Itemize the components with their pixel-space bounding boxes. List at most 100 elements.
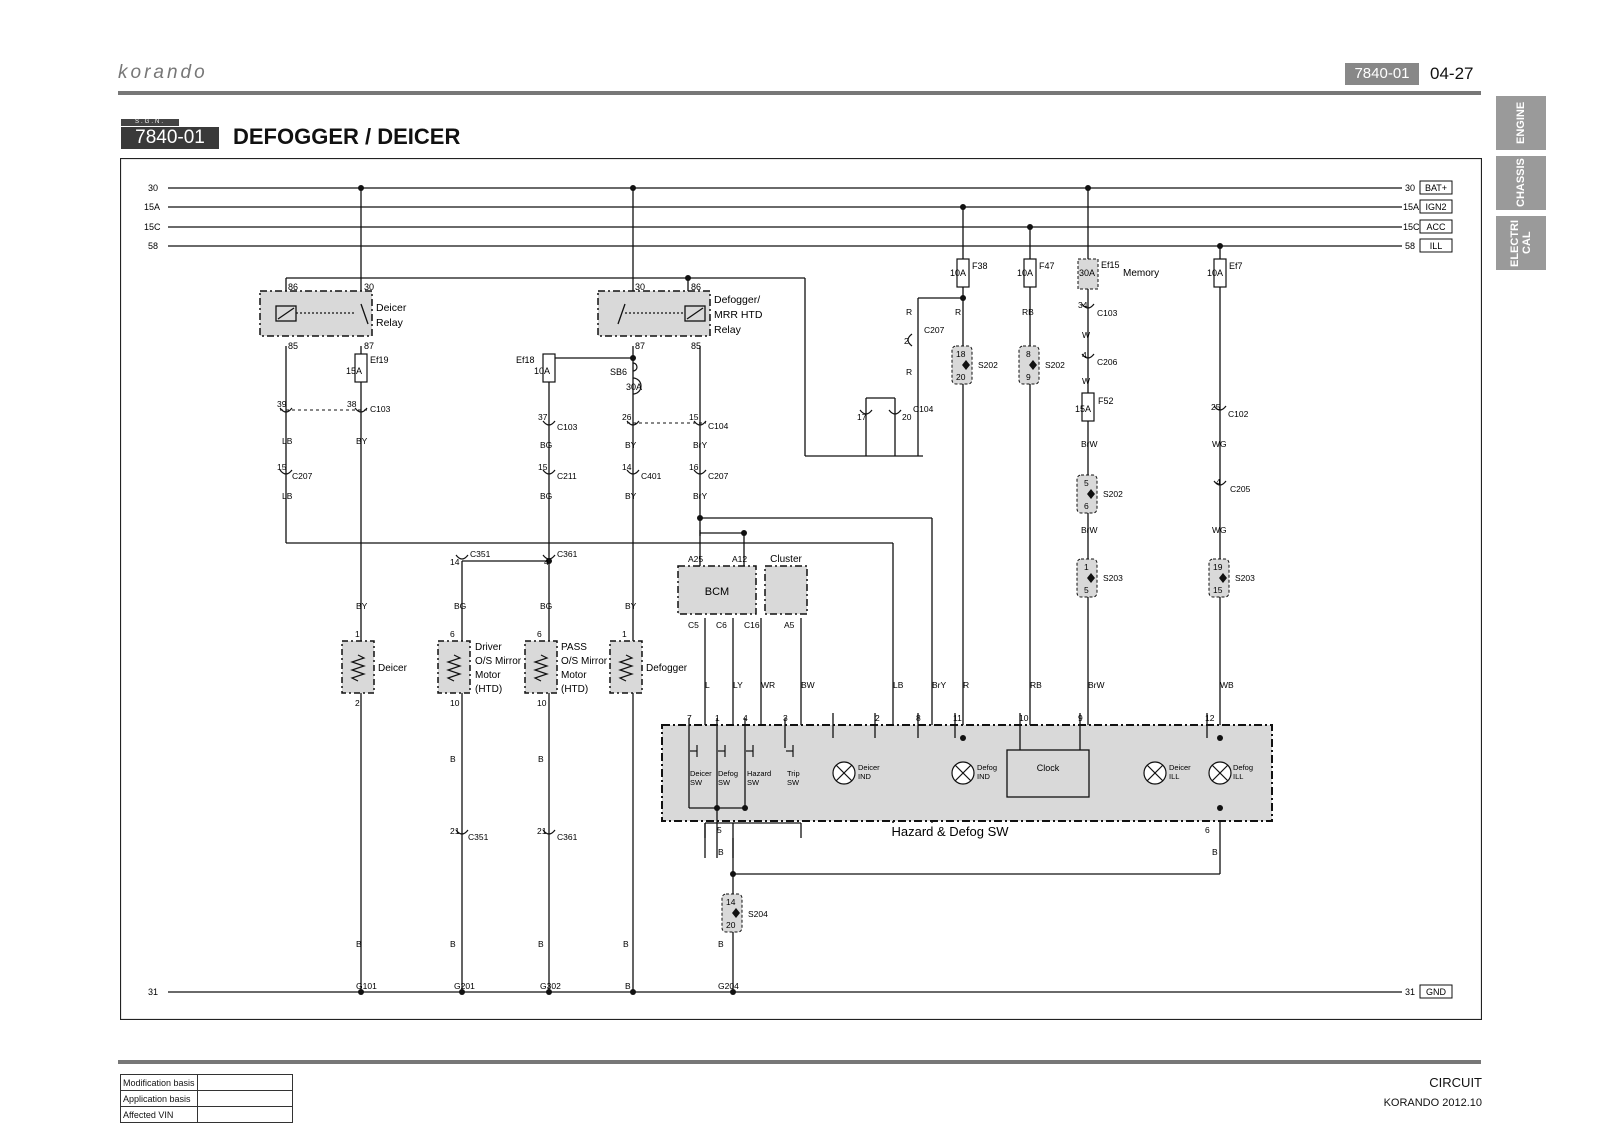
wire-bry3: BrY <box>932 680 947 690</box>
driver-mirror-l1: Driver <box>475 642 502 653</box>
c104-pin26: 26 <box>622 412 632 422</box>
fuse-f52-rating: 15A <box>1075 404 1091 414</box>
tab-electrical[interactable]: ELECTRI CAL <box>1496 216 1546 270</box>
s203a-name: S203 <box>1103 573 1123 583</box>
fuse-sb6-rating: 30A <box>626 382 642 392</box>
footer-rule <box>118 1060 1481 1064</box>
driver-mirror-box <box>437 640 471 694</box>
c102-label: C102 <box>1228 409 1249 419</box>
c211-label: C211 <box>557 471 577 481</box>
s203b-name: S203 <box>1235 573 1255 583</box>
module-pin7: 7 <box>687 713 692 723</box>
wire-ly: LY <box>733 680 743 690</box>
wire-b3: B <box>356 939 362 949</box>
c351-label: C351 <box>470 549 491 559</box>
module-pin4: 4 <box>743 713 748 723</box>
driver-mirror-p1: 6 <box>450 629 455 639</box>
row-label: Application basis <box>120 1090 198 1107</box>
wire-by4: BY <box>356 601 368 611</box>
row-label: Affected VIN <box>120 1106 198 1123</box>
wire-b8: B <box>1212 847 1218 857</box>
c211-pin15: 15 <box>538 462 548 472</box>
wire-lb2: LB <box>282 491 293 501</box>
deicer-relay-p85: 85 <box>288 341 298 351</box>
pass-mirror-l4: (HTD) <box>561 684 588 695</box>
s203b-top: 19 <box>1213 562 1223 572</box>
c103b-pin37: 37 <box>538 412 548 422</box>
trip-sw-l1: Trip <box>787 769 800 778</box>
s204-bot: 20 <box>726 920 736 930</box>
row-label: Modification basis <box>120 1074 198 1091</box>
wire-bry2: BrY <box>693 491 708 501</box>
bcm-label: BCM <box>705 586 729 598</box>
fuse-ef15-name: Ef15 <box>1101 260 1120 270</box>
wire-brw3: BrW <box>1088 680 1105 690</box>
fuse-f38-name: F38 <box>972 261 988 271</box>
c401-pin14: 14 <box>622 462 632 472</box>
wire-b4: B <box>450 939 456 949</box>
defogger-label: Defogger <box>646 663 688 674</box>
bcm-a12: A12 <box>732 554 747 564</box>
fuse-f38-rating: 10A <box>950 268 966 278</box>
relay-internals <box>275 303 706 325</box>
diagram-frame <box>120 158 1482 1020</box>
clock-label: Clock <box>1037 763 1060 773</box>
rail-15a-right: 15A <box>1403 202 1419 212</box>
row-value <box>197 1090 293 1107</box>
wire-by2: BY <box>625 440 637 450</box>
tab-chassis[interactable]: CHASSIS <box>1496 156 1546 210</box>
wire-bg1: BG <box>540 440 552 450</box>
wire-b2: B <box>538 754 544 764</box>
wire-wr: WR <box>761 680 775 690</box>
s203b-bot: 15 <box>1213 585 1223 595</box>
tab-engine[interactable]: ENGINE <box>1496 96 1546 150</box>
wire-b9: B <box>718 939 724 949</box>
wire-wb: WB <box>1220 680 1234 690</box>
module-pin11: 11 <box>953 713 962 723</box>
deicer-relay-p30: 30 <box>364 282 374 292</box>
fuse-ef7-name: Ef7 <box>1229 261 1243 271</box>
c207-label: C207 <box>292 471 313 481</box>
brand-logo: korando <box>118 62 208 83</box>
wire-b5: B <box>538 939 544 949</box>
defog-ind-l1: Defog <box>977 763 997 772</box>
wire-by5: BY <box>625 601 637 611</box>
wire-brw2: BrW <box>1081 525 1098 535</box>
defog-relay-p86: 86 <box>691 282 701 292</box>
c361b-label: C361 <box>557 832 578 842</box>
wire-w2: W <box>1082 376 1090 386</box>
defog-sw-l1: Defog <box>718 769 738 778</box>
s202c-name: S202 <box>1103 489 1123 499</box>
rail-31-right: 31 <box>1405 987 1415 997</box>
wire-r4: R <box>963 680 969 690</box>
wire-l: L <box>705 680 710 690</box>
table-row: Application basis <box>120 1090 293 1107</box>
defogger-load-box <box>609 640 643 694</box>
wire-b7: B <box>718 847 724 857</box>
deicer-relay-label1: Deicer <box>376 302 407 314</box>
c104-pin15: 15 <box>689 412 699 422</box>
bcm-c6: C6 <box>716 620 727 630</box>
c361-pin4: 4 <box>544 557 549 567</box>
pass-mirror-l2: O/S Mirror <box>561 656 608 667</box>
cluster-label: Cluster <box>770 554 802 565</box>
tab-electrical-label: ELECTRI CAL <box>1509 219 1533 267</box>
wire-bw: BW <box>801 680 815 690</box>
deicer-ill-l2: ILL <box>1169 772 1179 781</box>
c104b-pin17: 17 <box>857 412 867 422</box>
defog-ill-l1: Defog <box>1233 763 1253 772</box>
connector-arcs <box>279 303 1227 835</box>
deicer-relay-p87: 87 <box>364 341 374 351</box>
s202c-top: 5 <box>1084 478 1089 488</box>
deicer-ill-l1: Deicer <box>1169 763 1191 772</box>
switch-contacts <box>690 745 794 757</box>
s202b-top: 8 <box>1026 349 1031 359</box>
deicer-label: Deicer <box>378 663 408 674</box>
module-pin10: 10 <box>1019 713 1029 723</box>
pass-mirror-box <box>524 640 558 694</box>
module-pin5: 5 <box>717 825 722 835</box>
wiring-diagram: 30 15A 15C 58 31 30 15A 15C 58 31 BAT+ I… <box>120 158 1482 1020</box>
s202c-bot: 6 <box>1084 501 1089 511</box>
deicer-load-box <box>341 640 375 694</box>
bcm-a25: A25 <box>688 554 703 564</box>
